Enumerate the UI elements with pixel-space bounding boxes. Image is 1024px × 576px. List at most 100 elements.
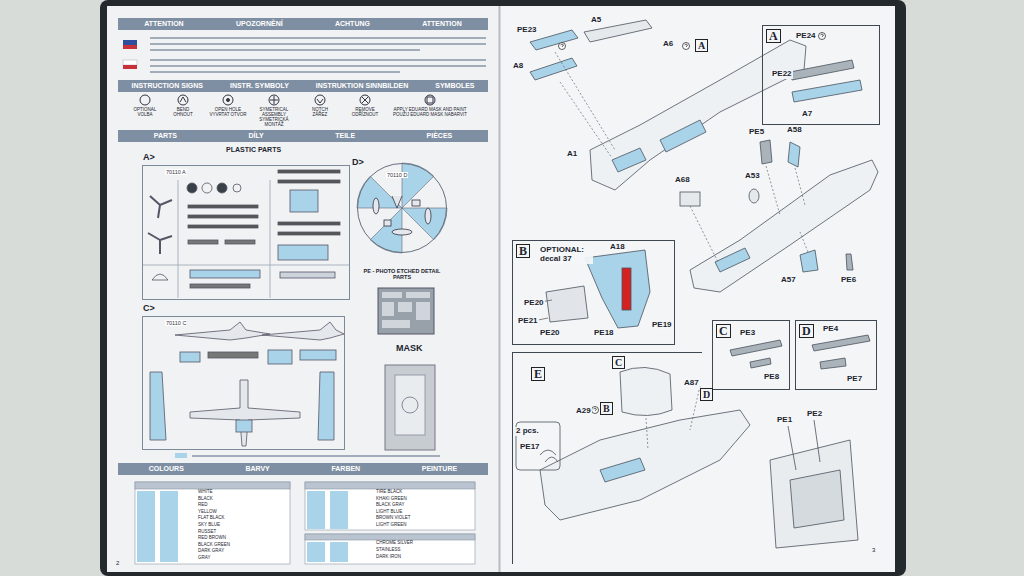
- part-label: PE1: [776, 416, 793, 425]
- band-text: ATTENTION: [422, 20, 462, 28]
- printed-text: RUSSET: [198, 530, 216, 535]
- sprue-panel: C>70110 C: [142, 316, 345, 450]
- step-inset: D PE4PE7: [795, 320, 877, 390]
- printed-text: BEND OHNOUT: [169, 108, 197, 118]
- printed-text: BLACK GREEN: [198, 543, 230, 548]
- printed-text: DARK IRON: [376, 555, 401, 560]
- step-letter: D: [799, 324, 814, 338]
- printed-text: YELLOW: [198, 510, 217, 515]
- part-label: PE20: [539, 329, 561, 338]
- printed-text: LIGHT GREEN: [376, 523, 406, 528]
- sprue-code: 70110 D: [386, 172, 408, 178]
- part-label: A68: [674, 176, 691, 185]
- printed-text: FLAT BLACK: [198, 516, 225, 521]
- part-label: PE7: [846, 375, 863, 384]
- part-label: PE18: [593, 329, 615, 338]
- band-text: PARTS: [154, 132, 177, 140]
- printed-text: PE - PHOTO ETCHED DETAIL PARTS: [362, 268, 442, 280]
- part-label: 2 pcs.: [515, 427, 540, 436]
- printed-text: MASK: [396, 344, 423, 354]
- part-label: A7: [801, 110, 813, 119]
- part-label: A53: [744, 172, 761, 181]
- printed-text: OPEN HOLE VYVRTAT OTVOR: [208, 108, 248, 118]
- part-label: A5: [590, 16, 602, 25]
- step-letter: A: [766, 29, 781, 43]
- printed-text: PLASTIC PARTS: [226, 146, 281, 154]
- part-label: PE23: [516, 26, 538, 35]
- printed-text: RED: [198, 503, 208, 508]
- step-panel: EA87A292 pcs.PE17: [512, 352, 702, 564]
- band-text: ATTENTION: [144, 20, 184, 28]
- step-inset: APE24PE22A7: [762, 25, 880, 125]
- band-text: INSTR. SYMBOLY: [230, 82, 289, 90]
- printed-text: CHROME SILVER: [376, 541, 413, 546]
- part-label: PE2: [806, 410, 823, 419]
- part-label: A1: [566, 150, 578, 159]
- sprue-letter: C>: [143, 304, 155, 314]
- band-text: UPOZORNĚNÍ: [236, 20, 283, 28]
- printed-text: LIGHT BLUE: [376, 510, 402, 515]
- step-letter: C: [716, 324, 731, 338]
- printed-text: NOTCH ZÁŘEZ: [305, 108, 335, 118]
- printed-text: REMOVE ODŘÍZNOUT: [345, 108, 385, 118]
- part-label: A57: [780, 276, 797, 285]
- step-callout: B: [600, 402, 613, 415]
- part-label: PE17: [519, 443, 541, 452]
- band-text: COLOURS: [149, 465, 184, 473]
- band-text: BARVY: [245, 465, 269, 473]
- printed-text: OPTIONAL VOLBA: [131, 108, 159, 118]
- step-letter: B: [516, 244, 530, 258]
- header-band: PARTSDÍLYTEILEPIÈCES: [118, 130, 488, 142]
- band-text: PEINTURE: [422, 465, 457, 473]
- sprue-panel: A>70110 A: [142, 165, 350, 300]
- step-inset: C PE3PE8: [712, 320, 790, 390]
- printed-text: DARK GRAY: [198, 549, 224, 554]
- sprue-letter: D>: [352, 158, 364, 168]
- step-callout: C: [612, 356, 625, 369]
- band-text: ACHTUNG: [335, 20, 370, 28]
- band-text: SYMBOLES: [435, 82, 474, 90]
- step-callout: A: [695, 39, 708, 52]
- band-text: INSTRUKTION SINNBILDEN: [316, 82, 409, 90]
- printed-text: WHITE: [198, 490, 213, 495]
- printed-text: STAINLESS: [376, 548, 400, 553]
- part-label: A6: [662, 40, 674, 49]
- printed-text: 3: [872, 547, 875, 554]
- printed-text: GRAY: [198, 556, 210, 561]
- band-text: PIÈCES: [427, 132, 453, 140]
- printed-text: RED BROWN: [198, 536, 226, 541]
- part-label: OPTIONAL: decal 37: [539, 246, 593, 264]
- part-label: PE8: [763, 373, 780, 382]
- part-label: A18: [609, 243, 626, 252]
- sprue-letter: A>: [143, 153, 155, 163]
- band-text: TEILE: [335, 132, 355, 140]
- band-text: FARBEN: [331, 465, 360, 473]
- step-letter: E: [531, 367, 545, 381]
- header-band: INSTRUCTION SIGNS INSTR. SYMBOLY INSTRUKTI…: [118, 80, 488, 92]
- part-label: PE6: [840, 276, 857, 285]
- printed-text: SKY BLUE: [198, 523, 220, 528]
- part-label: PE21: [517, 317, 539, 326]
- printed-text: KHAKI GREEN: [376, 497, 407, 502]
- sprue-code: 70110 C: [165, 320, 187, 326]
- part-label: PE3: [739, 329, 756, 338]
- printed-text: BROWN VIOLET: [376, 516, 411, 521]
- printed-text: TIRE BLACK: [376, 490, 402, 495]
- printed-text: SYMETRICAL ASSEMBLY SYMETRICKÁ MONTÁŽ: [251, 108, 297, 128]
- part-label: PE5: [748, 128, 765, 137]
- part-label: PE22: [771, 70, 793, 79]
- step-callout: D: [700, 388, 713, 401]
- part-label: PE4: [822, 325, 839, 334]
- part-label: PE19: [651, 321, 673, 330]
- printed-text: BLACK: [198, 497, 213, 502]
- part-label: A87: [683, 379, 700, 388]
- sprue-code: 70110 A: [165, 169, 187, 175]
- part-label: PE20: [523, 299, 545, 308]
- header-band: COLOURS BARVY FARBEN PEINTURE: [118, 463, 488, 475]
- sprue-disc: D>70110 D: [357, 163, 447, 253]
- part-label: A58: [786, 126, 803, 135]
- step-inset: BOPTIONAL: decal 37A18PE20PE21PE20PE18PE…: [512, 240, 675, 345]
- band-text: INSTRUCTION SIGNS: [131, 82, 203, 90]
- printed-text: BLACK GRAY: [376, 503, 404, 508]
- printed-text: 2: [116, 560, 119, 567]
